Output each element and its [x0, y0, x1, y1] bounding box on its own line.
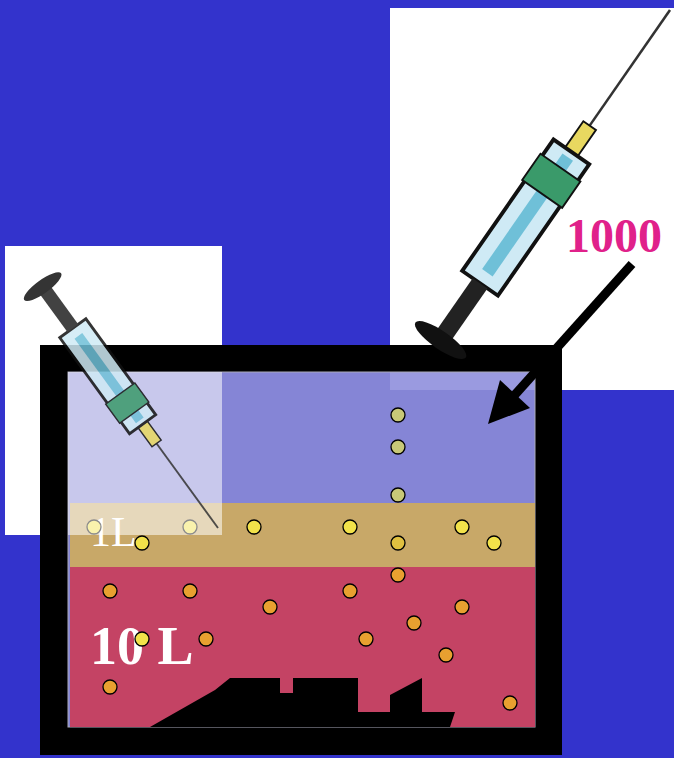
particle — [455, 600, 469, 614]
liquid-band: 1L — [70, 503, 535, 567]
seabed-silhouette — [150, 678, 455, 727]
particle — [391, 568, 405, 582]
needle-hub — [138, 421, 161, 447]
particle — [407, 616, 421, 630]
liquid-band: 10 L — [70, 567, 535, 727]
tank-interior — [68, 372, 535, 727]
particle — [199, 632, 213, 646]
needle-hub — [565, 121, 596, 156]
particle — [135, 632, 149, 646]
tank-inner-edge — [68, 372, 535, 727]
plunger-rod — [40, 286, 79, 332]
particle — [103, 584, 117, 598]
injection-arrow-head — [488, 380, 530, 424]
volume-label: 1L — [90, 511, 137, 553]
particle — [455, 520, 469, 534]
plunger-plate — [20, 268, 65, 306]
syringe-image-overlay — [68, 372, 222, 535]
particle — [359, 632, 373, 646]
needle — [157, 443, 218, 528]
syringe-liquid — [75, 333, 144, 423]
particle — [263, 600, 277, 614]
particle — [103, 680, 117, 694]
particle — [343, 584, 357, 598]
syringe-barrel — [60, 319, 156, 434]
particle — [391, 488, 405, 502]
plunger-plate — [410, 315, 471, 365]
particle — [135, 536, 149, 550]
syringe-liquid — [482, 153, 573, 276]
needle — [590, 10, 670, 126]
plunger-rod — [436, 278, 487, 341]
syringe-ring — [522, 154, 580, 208]
syringe-icon — [20, 268, 236, 542]
particle — [487, 536, 501, 550]
volume-label: 10 L — [90, 619, 194, 673]
particle — [439, 648, 453, 662]
dose-number: 1000 — [566, 212, 662, 260]
syringe-ring — [106, 383, 149, 423]
particle — [503, 696, 517, 710]
particle-group — [87, 408, 517, 710]
particle — [391, 440, 405, 454]
particle — [183, 520, 197, 534]
particle — [87, 520, 101, 534]
particle — [183, 584, 197, 598]
particle — [391, 408, 405, 422]
syringe-image-box — [390, 8, 674, 390]
syringe-icon — [410, 0, 674, 365]
injection-arrow-shaft — [512, 264, 632, 398]
tank-frame — [40, 345, 562, 755]
particle — [343, 520, 357, 534]
particle — [391, 536, 405, 550]
tank-interior-highlight — [390, 372, 535, 390]
particle — [247, 520, 261, 534]
